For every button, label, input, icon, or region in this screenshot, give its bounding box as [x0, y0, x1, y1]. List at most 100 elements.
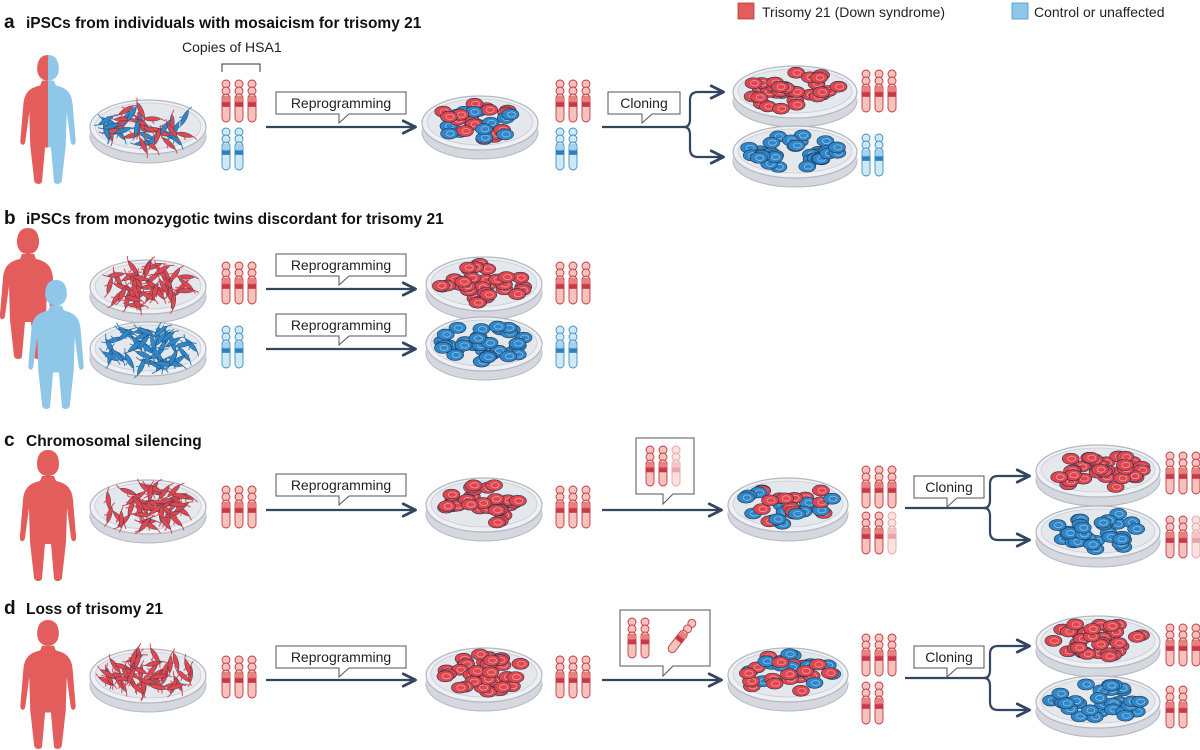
chromosomes-a-ipsc-trisomy-chromosome-2 — [568, 79, 578, 123]
chromosomes-b-ipsc-trisomy-chromosome-3 — [581, 261, 591, 305]
panel-a-letter: a — [4, 12, 15, 33]
panel-c-title: Chromosomal silencing — [26, 433, 202, 450]
chromosomes-a-clone-control-chromosome-1 — [861, 133, 871, 177]
label-c-cloning-text: Cloning — [925, 479, 972, 495]
person-d-trisomy — [20, 620, 76, 749]
chromosomes-b-fibro-control-chromosome-2 — [234, 325, 244, 369]
dish-c-mixed-cells — [737, 484, 841, 530]
dish-b-ipsc-control — [425, 316, 543, 381]
chromosomes-c-mixed-silenced-chromosome-1 — [861, 511, 871, 555]
chromosomes-c-mixed-silenced — [861, 511, 897, 555]
label-d-reprogramming-text: Reprogramming — [291, 649, 391, 665]
chromosomes-c-ipsc — [555, 485, 591, 529]
chromosomes-c-fibro-chromosome-3 — [247, 485, 257, 529]
figures-layer — [0, 55, 84, 749]
chromosomes-a-trisomy-chromosome-2 — [234, 79, 244, 123]
panel-c-letter: c — [4, 430, 15, 451]
person-c-trisomy — [19, 450, 77, 581]
chromosomes-c-clone-silenced-chromosome-3 — [1191, 515, 1200, 559]
dish-d-mixed — [727, 647, 849, 712]
dish-c-mixed — [727, 477, 849, 542]
chromosomes-d-clone-trisomy — [1165, 623, 1200, 667]
dish-a-ipsc — [421, 95, 539, 160]
chromosomes-c-ipsc-chromosome-1 — [555, 485, 565, 529]
chromosomes-b-fibro-trisomy — [221, 261, 257, 305]
chromosomes-c-clone-trisomy-chromosome-2 — [1178, 451, 1188, 495]
chromosomes-c-mixed-silenced-chromosome-3 — [887, 511, 897, 555]
chromosomes-d-ipsc-chromosome-3 — [581, 655, 591, 699]
chromosomes-b-ipsc-trisomy — [555, 261, 591, 305]
chromosomes-b-ipsc-control-chromosome-2 — [568, 325, 578, 369]
chromosomes-b-fibro-control — [221, 325, 244, 369]
chromosomes-b-fibro-trisomy-chromosome-1 — [221, 261, 231, 305]
chromosomes-d-mixed-trisomy — [861, 633, 897, 677]
chromosomes-d-mixed-trisomy-chromosome-1 — [861, 633, 871, 677]
chromosomes-a-clone-control — [861, 133, 884, 177]
dish-a-clone-trisomy-cells — [743, 66, 848, 115]
dish-c-ipsc-cells — [437, 479, 527, 529]
dish-c-clone-silenced-cells — [1048, 508, 1145, 555]
inset-c-chromosome-3 — [671, 445, 681, 487]
chromosomes-a-clone-trisomy-chromosome-1 — [861, 69, 871, 113]
label-c-cloning: Cloning — [913, 475, 985, 509]
chromosomes-a-clone-control-chromosome-2 — [874, 133, 884, 177]
label-b-reprogramming-1-text: Reprogramming — [291, 257, 391, 273]
dish-d-clone-trisomy — [1035, 615, 1161, 678]
inset-d-loss — [619, 609, 711, 678]
dish-d-clone-disomy — [1035, 675, 1161, 738]
inset-d-chromosome-lost — [667, 618, 697, 654]
dish-c-clone-trisomy — [1035, 444, 1161, 507]
inset-c-chromosome-2 — [658, 445, 668, 487]
label-c-reprogramming-text: Reprogramming — [291, 477, 391, 493]
dish-b-ipsc-control-cells — [433, 320, 533, 368]
panel-a-annotation: Copies of HSA1 — [182, 39, 282, 55]
chromosomes-d-mixed-disomy — [861, 681, 884, 725]
label-a-cloning: Cloning — [607, 91, 681, 125]
dish-a-clone-control-cells — [740, 129, 847, 173]
dish-a-fibroblasts — [89, 97, 207, 164]
chromosomes-d-mixed-trisomy-chromosome-2 — [874, 633, 884, 677]
chromosomes-b-ipsc-control-chromosome-1 — [555, 325, 565, 369]
chromosomes-c-mixed-trisomy-chromosome-2 — [874, 465, 884, 509]
chromosomes-a-ipsc-control-chromosome-2 — [568, 127, 578, 171]
panel-d-header: d Loss of trisomy 21 — [4, 598, 163, 619]
chromosomes-c-fibro-chromosome-2 — [234, 485, 244, 529]
dish-d-ipsc-cells — [436, 648, 530, 698]
chromosomes-c-clone-silenced-chromosome-1 — [1165, 515, 1175, 559]
legend-swatch-control — [1011, 2, 1029, 20]
chromosomes-d-ipsc-chromosome-2 — [568, 655, 578, 699]
chromosomes-c-mixed-trisomy — [861, 465, 897, 509]
dishes-layer — [89, 65, 1161, 738]
label-b-reprogramming-2-text: Reprogramming — [291, 317, 391, 333]
dish-b-fibroblasts-trisomy-cells — [102, 255, 200, 316]
person-twin-control — [28, 280, 84, 409]
label-a-reprogramming: Reprogramming — [275, 91, 407, 125]
chromosomes-b-fibro-trisomy-chromosome-3 — [247, 261, 257, 305]
chromosomes-a-clone-trisomy-chromosome-2 — [874, 69, 884, 113]
chromosomes-d-clone-trisomy-chromosome-3 — [1191, 623, 1200, 667]
dish-d-clone-disomy-cells — [1042, 678, 1149, 723]
panel-d-title: Loss of trisomy 21 — [26, 601, 163, 618]
chromosomes-a-clone-trisomy — [861, 69, 897, 113]
annotation-bracket — [221, 63, 261, 72]
dish-b-fibroblasts-trisomy — [89, 255, 207, 324]
chromosomes-d-mixed-disomy-chromosome-2 — [874, 681, 884, 725]
inset-c-chromosome-1 — [645, 445, 655, 487]
dish-d-fibroblasts-cells — [95, 642, 194, 702]
legend-label-trisomy: Trisomy 21 (Down syndrome) — [762, 4, 945, 20]
dish-b-fibroblasts-control-cells — [99, 322, 199, 379]
chromosomes-c-clone-trisomy-chromosome-1 — [1165, 451, 1175, 495]
chromosomes-a-trisomy-chromosome-3 — [247, 79, 257, 123]
chromosomes-d-clone-trisomy-chromosome-2 — [1178, 623, 1188, 667]
arrow-c-cloning-fork — [905, 468, 1031, 548]
chromosomes-d-ipsc-chromosome-1 — [555, 655, 565, 699]
chromosomes-a-control — [221, 127, 244, 171]
label-a-reprogramming-text: Reprogramming — [291, 95, 391, 111]
chromosomes-d-clone-trisomy-chromosome-1 — [1165, 623, 1175, 667]
dish-a-fibroblasts-cells — [93, 97, 198, 159]
dish-b-fibroblasts-control — [89, 321, 207, 386]
arrow-d-cloning-fork — [905, 638, 1031, 718]
chromosomes-d-clone-disomy-chromosome-2 — [1178, 685, 1188, 729]
dish-c-ipsc — [425, 477, 543, 542]
